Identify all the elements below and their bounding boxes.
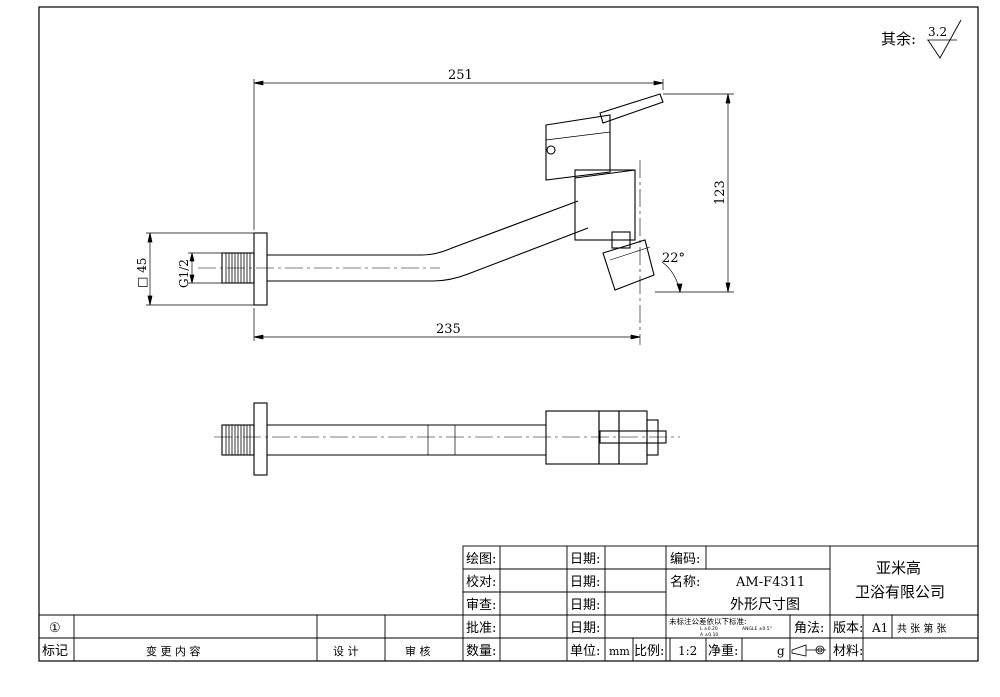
check-label: 校对: [466, 574, 496, 590]
revision-change-header: 变 更 内 容 [146, 644, 201, 658]
revision-mark-header: 标记 [42, 644, 68, 659]
tolerance-linear: L ±0.20 [700, 626, 718, 632]
projection-label: 角法: [794, 621, 824, 636]
projection-symbol-icon [791, 644, 826, 657]
dim-spout-length: 235 [436, 322, 461, 337]
dim-height: 123 [713, 180, 728, 205]
name-label: 名称: [670, 574, 700, 590]
revision-design-header: 设 计 [333, 645, 359, 658]
roughness-symbol-icon [927, 19, 962, 59]
scale-value: 1:2 [678, 644, 697, 658]
unit-value: mm [609, 645, 630, 658]
dim-angle: 22° [662, 251, 685, 266]
revision-mark: ① [49, 621, 61, 636]
dim-thread-size: G1/2 [177, 259, 191, 288]
unit-label: 单位: [570, 644, 600, 659]
date-label-4: 日期: [570, 621, 600, 636]
scale-label: 比例: [634, 644, 664, 659]
approve-label: 批准: [466, 621, 496, 636]
draw-label: 绘图: [466, 552, 496, 567]
weight-unit: g [777, 644, 785, 658]
company-name-line2: 卫浴有限公司 [855, 583, 945, 601]
surface-finish-note: 其余: 3.2 [881, 19, 962, 59]
tolerance-angle: ANGLE ±0.5° [742, 626, 772, 632]
top-view [214, 402, 680, 476]
tolerance-fine: A ±0.10 [700, 632, 718, 638]
material-label: 材料: [833, 644, 863, 659]
date-label-3: 日期: [570, 598, 600, 613]
revision-audit-header: 审 核 [405, 644, 431, 658]
product-code: AM-F4311 [735, 575, 805, 590]
dim-flange-size: □ 45 [135, 258, 149, 288]
front-view [198, 93, 664, 345]
surface-finish-label: 其余: [881, 30, 916, 48]
title-block [39, 545, 979, 662]
front-view-dimensions [146, 79, 734, 341]
version-value: A1 [871, 621, 888, 635]
drawing-title: 外形尺寸图 [730, 597, 800, 613]
review-label: 审查: [466, 598, 496, 613]
weight-label: 净重: [708, 643, 738, 659]
company-name-line1: 亚米高 [876, 559, 921, 577]
sheet-count: 共 张 第 张 [897, 622, 947, 635]
surface-finish-value: 3.2 [928, 25, 947, 39]
code-label: 编码: [670, 552, 700, 567]
sheet-border [38, 6, 979, 662]
version-label: 版本: [833, 621, 863, 636]
dim-overall-length: 251 [448, 68, 473, 83]
quantity-label: 数量: [466, 644, 496, 659]
date-label-2: 日期: [570, 575, 600, 590]
tolerance-note: 未标注公差依以下标准: [669, 616, 747, 626]
date-label-1: 日期: [570, 552, 600, 567]
